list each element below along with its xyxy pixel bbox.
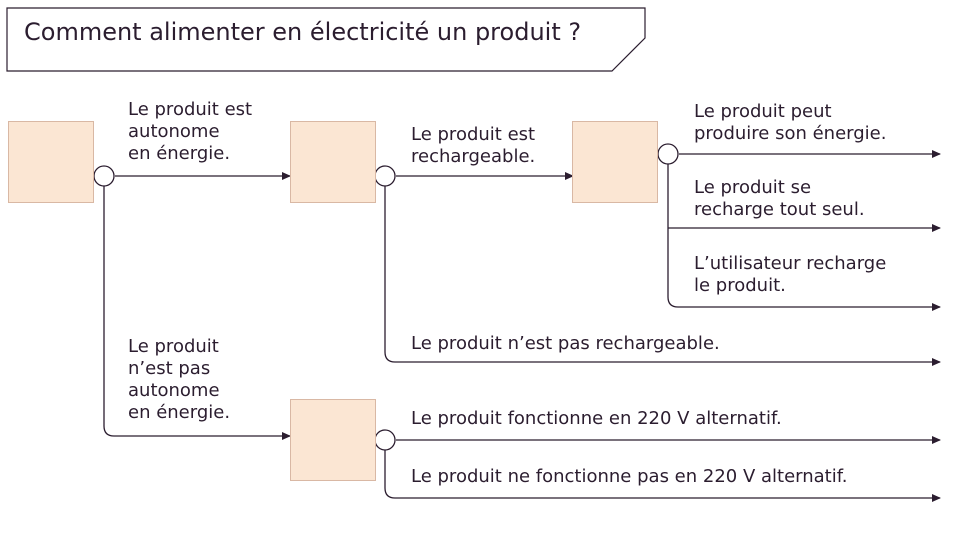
connector-non-rechargeable	[384, 186, 941, 366]
label-pas-alternatif-220: Le produit ne fonctionne pas en 220 V al…	[411, 466, 848, 487]
node-circle-1	[93, 165, 115, 187]
label-autonome: Le produit est autonome en énergie.	[128, 99, 253, 164]
node-circle-3	[657, 143, 679, 165]
empty-box-3	[572, 121, 658, 203]
empty-box-2	[290, 121, 376, 203]
empty-box-4	[290, 399, 376, 481]
connector-pas-alternatif	[384, 450, 941, 502]
title-frame	[6, 7, 646, 72]
label-rechargeable: Le produit est rechargeable.	[411, 124, 536, 167]
empty-box-1	[8, 121, 94, 203]
label-non-autonome: Le produit n’est pas autonome en énergie…	[128, 336, 231, 423]
diagram-title: Comment alimenter en électricité un prod…	[24, 18, 582, 46]
label-alternatif-220: Le produit fonctionne en 220 V alternati…	[411, 408, 782, 429]
label-recharge-seul: Le produit se recharge tout seul.	[694, 177, 865, 220]
connector-non-autonome	[103, 186, 291, 440]
label-non-rechargeable: Le produit n’est pas rechargeable.	[411, 333, 720, 354]
connector-trunk-3	[667, 164, 941, 311]
node-circle-2	[374, 165, 396, 187]
label-utilisateur-recharge: L’utilisateur recharge le produit.	[694, 253, 887, 296]
node-circle-4	[374, 429, 396, 451]
label-produit-energie: Le produit peut produire son énergie.	[694, 101, 887, 144]
